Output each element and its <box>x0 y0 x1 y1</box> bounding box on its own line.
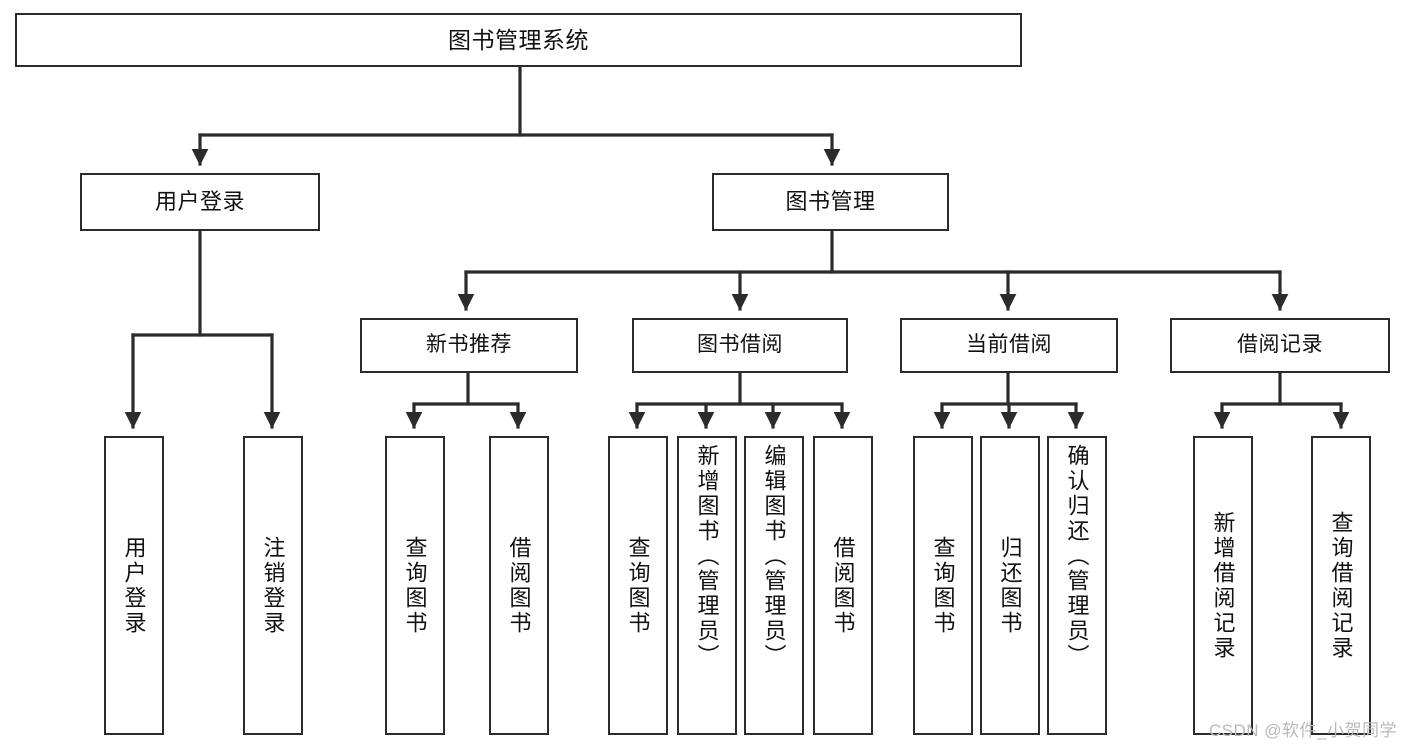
leaf-edit-book-admin[interactable]: 编辑图书（管理员） <box>744 436 804 735</box>
node-book-management[interactable]: 图书管理 <box>712 173 949 231</box>
leaf-confirm-return-admin[interactable]: 确认归还（管理员） <box>1047 436 1107 735</box>
node-borrowing-record[interactable]: 借阅记录 <box>1170 318 1390 373</box>
leaf-user-login[interactable]: 用户登录 <box>104 436 164 735</box>
leaf-query-book-newbook[interactable]: 查询图书 <box>385 436 445 735</box>
node-label: 当前借阅 <box>966 333 1052 357</box>
node-label: 查询图书 <box>625 535 651 636</box>
leaf-borrow-book-newbook[interactable]: 借阅图书 <box>489 436 549 735</box>
leaf-query-book-current[interactable]: 查询图书 <box>913 436 973 735</box>
leaf-logout[interactable]: 注销登录 <box>243 436 303 735</box>
node-label: 借阅图书 <box>830 535 856 636</box>
leaf-query-book-borrow[interactable]: 查询图书 <box>608 436 668 735</box>
node-label: 借阅记录 <box>1237 333 1323 357</box>
node-user-login[interactable]: 用户登录 <box>80 173 320 231</box>
node-new-book-recommendation[interactable]: 新书推荐 <box>360 318 578 373</box>
node-label: 归还图书 <box>997 535 1023 636</box>
leaf-add-book-admin[interactable]: 新增图书（管理员） <box>677 436 737 735</box>
node-label: 注销登录 <box>260 535 286 636</box>
node-label: 查询借阅记录 <box>1328 510 1354 661</box>
node-label: 查询图书 <box>930 535 956 636</box>
node-label: 新增图书（管理员） <box>694 444 720 669</box>
node-label: 图书管理系统 <box>448 26 589 53</box>
node-label: 用户登录 <box>154 189 245 215</box>
node-label: 确认归还（管理员） <box>1064 444 1090 669</box>
node-label: 图书借阅 <box>697 333 783 357</box>
leaf-return-book[interactable]: 归还图书 <box>980 436 1040 735</box>
leaf-add-borrow-record[interactable]: 新增借阅记录 <box>1193 436 1253 735</box>
leaf-query-borrow-record[interactable]: 查询借阅记录 <box>1311 436 1371 735</box>
node-book-borrowing[interactable]: 图书借阅 <box>632 318 848 373</box>
csdn-watermark: CSDN @软件_小贺同学 <box>1208 721 1397 740</box>
node-label: 新书推荐 <box>426 333 512 357</box>
node-current-borrowing[interactable]: 当前借阅 <box>900 318 1118 373</box>
node-label: 编辑图书（管理员） <box>761 444 787 669</box>
node-label: 用户登录 <box>121 535 147 636</box>
leaf-borrow-book-borrow[interactable]: 借阅图书 <box>813 436 873 735</box>
node-label: 图书管理 <box>785 189 876 215</box>
node-label: 新增借阅记录 <box>1210 510 1236 661</box>
node-root-book-management-system[interactable]: 图书管理系统 <box>15 13 1022 67</box>
node-label: 借阅图书 <box>506 535 532 636</box>
node-label: 查询图书 <box>402 535 428 636</box>
